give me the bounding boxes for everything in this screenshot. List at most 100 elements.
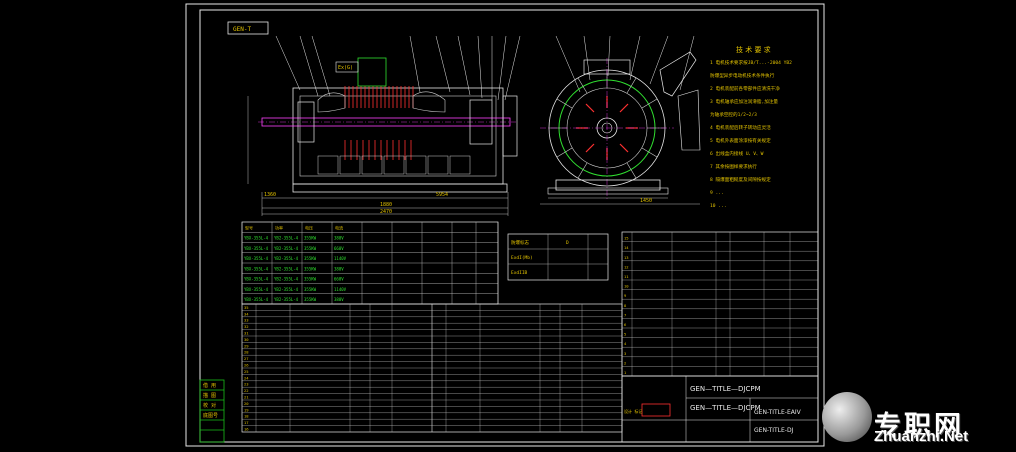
dim-left: 1360 [264,192,276,198]
svg-text:描 图: 描 图 [203,392,216,399]
watermark-url: Zhuanzhi.Net [874,428,969,445]
svg-text:借 用: 借 用 [203,382,216,389]
title-line-2: GEN—TITLE—DJCPM [690,404,761,412]
ratings-cell: YBX-355L-4 [244,297,269,302]
bom-left-item-no: 31 [244,331,249,336]
ratings-cell: 355KW [304,277,317,282]
ratings-cell: 380V [334,297,344,302]
tech-req-line: 4 电机装配后转子转动应灵活 [710,124,771,131]
bom-right-item-no: 12 [624,264,629,269]
motor-side-view: Ex(G) 1880 2470 5954 1360 [247,35,521,216]
label-box [227,21,269,35]
ratings-cell: 1140V [334,287,347,292]
bom-left-item-no: 18 [244,414,249,419]
dim-right-width: 1450 [640,198,652,204]
ratings-cell: YB2-355L-4 [274,256,299,261]
ratings-header: 功率 [275,224,283,230]
bom-left-item-no: 17 [244,420,249,425]
ratings-cell: 355KW [304,236,317,241]
bom-right-item-no: 10 [624,284,629,289]
bom-left-item-no: 27 [244,356,249,361]
ratings-cell: YB2-355L-4 [274,236,299,241]
bom-left-item-no: 29 [244,343,249,348]
bom-left-item-no: 25 [244,369,249,374]
ratings-cell: YBX-355L-4 [244,246,269,251]
bom-right-item-no: 2 [624,360,626,365]
bom-left-item-no: 34 [244,311,249,316]
bom-right-item-no: 3 [624,351,626,356]
svg-text:Ex(G): Ex(G) [338,65,353,71]
title-line-1: GEN—TITLE—DJCPM [690,385,761,393]
title-line-4: GEN-TITLE-DJ [754,427,794,434]
bom-right-item-no: 9 [624,293,627,298]
ratings-cell: YB2-355L-4 [274,246,299,251]
explosion-row-2: ExdI(Mb) [511,255,533,261]
tech-req-line: 1 电机技术要求按JB/T...-2004 YB2 [710,59,792,66]
explosion-row-1: 防爆标志 [511,239,529,246]
ratings-cell: YB2-355L-4 [274,266,299,271]
bom-left-item-no: 20 [244,401,249,406]
bom-left-item-no: 21 [244,395,249,400]
ratings-cell: 355KW [304,297,317,302]
bom-left-item-no: 23 [244,382,249,387]
tech-req-line: 10 ... [710,203,727,209]
tech-req-title: 技 术 要 求 [736,45,771,54]
tech-req-lines: 1 电机技术要求按JB/T...-2004 YB2 防爆型异步电动机技术条件执行… [710,59,792,209]
watermark-cn: 专职网 [874,411,964,441]
tech-req-line: 3 电机轴承应加注润滑脂,加注量 [710,98,778,105]
ratings-cell: 355KW [304,246,317,251]
tech-req-line: 8 隔爆面粗糙度及间隙按规定 [710,176,771,183]
ratings-header: 电流 [335,224,343,230]
ratings-cell: 1140V [334,256,347,261]
watermark-logo-icon [822,392,872,442]
bom-left-item-no: 19 [244,407,249,412]
bom-right-item-no: 11 [624,274,629,279]
bom-right-item-no: 7 [624,312,626,317]
ratings-cell: 660V [334,246,344,251]
ratings-cell: 660V [334,277,344,282]
bom-right-item-no: 13 [624,255,629,260]
tech-req-line: 9 ... [710,190,724,196]
tech-req-line: 6 出线盒内接线 U、V、W [710,150,764,157]
ratings-cell: YB2-355L-4 [274,287,299,292]
bom-right-item-no: 14 [624,245,629,250]
bom-left-item-no: 28 [244,350,249,355]
bom-left-item-no: 30 [244,337,249,342]
tech-req-line: 5 电机外表面涂漆按有关规定 [710,137,771,144]
tech-req-line: 2 电机装配前各零部件应清洗干净 [710,85,780,92]
bom-right-item-no: 8 [624,303,627,308]
ratings-cell: 380V [334,236,344,241]
ratings-cell: YBX-355L-4 [244,266,269,271]
bom-right-item-no: 1 [624,370,627,375]
explosion-row-3: ExdIIB [511,270,528,276]
bom-left-item-no: 33 [244,318,249,323]
svg-text:底图号: 底图号 [203,412,218,419]
ratings-cell: 380V [334,266,344,271]
binding-labels: 借 用 描 图 校 对 底图号 [203,382,218,419]
title-line-3: GEN-TITLE-EAIV [754,409,802,416]
dim-base: 1880 [380,202,392,208]
tech-req-line: 防爆型异步电动机技术条件执行 [710,72,775,79]
tech-req-line: 为轴承空腔的1/2~2/3 [710,111,757,118]
explosion-mark: D [566,240,569,246]
ratings-cell: YBX-355L-4 [244,277,269,282]
label-box-text: GEN-T [233,26,251,33]
bom-left-item-no: 35 [244,305,249,310]
ratings-header: 型号 [245,224,253,230]
binding-margin [199,379,225,443]
bom-left-item-no: 22 [244,388,249,393]
bom-right-item-no: 15 [624,236,629,241]
motor-end-view: 1450 [540,35,701,205]
bom-left-item-no: 32 [244,324,249,329]
ratings-cell: YBX-355L-4 [244,256,269,261]
svg-text:校 对: 校 对 [203,402,216,409]
inner-frame [199,9,819,443]
bom-left-item-no: 26 [244,363,249,368]
explosion-table: 防爆标志 ExdI(Mb) ExdIIB D [507,233,609,281]
ratings-cell: YBX-355L-4 [244,236,269,241]
bom-left-item-no: 24 [244,375,249,380]
tech-req-line: 7 其余按图样要求执行 [710,163,757,170]
